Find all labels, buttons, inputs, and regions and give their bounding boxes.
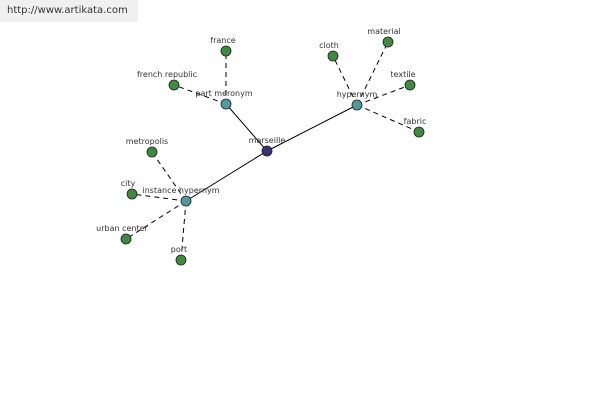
node-part-meronym[interactable]: part meronym bbox=[195, 89, 253, 110]
node-port-dot[interactable] bbox=[175, 254, 187, 266]
site-url-banner[interactable]: http://www.artikata.com bbox=[0, 0, 138, 22]
node-textile-dot[interactable] bbox=[404, 79, 416, 91]
edge-instance-hypernym-to-city bbox=[131, 193, 187, 202]
node-marseille-dot[interactable] bbox=[261, 145, 273, 157]
node-marseille-label: marseille bbox=[249, 136, 286, 145]
node-textile-label: textile bbox=[390, 70, 415, 79]
node-material[interactable]: material bbox=[367, 27, 401, 48]
node-port[interactable]: port bbox=[171, 245, 187, 266]
node-cloth-dot[interactable] bbox=[327, 50, 339, 62]
edge-marseille-to-part-meronym bbox=[225, 103, 268, 152]
node-french-republic-dot[interactable] bbox=[168, 79, 180, 91]
node-hypernym-dot[interactable] bbox=[351, 99, 363, 111]
node-city-label: city bbox=[121, 179, 136, 188]
graph-nodes: marseille part meronym hypernym instance hy… bbox=[96, 27, 427, 266]
node-france-dot[interactable] bbox=[220, 45, 232, 57]
node-urban-center-label: urban center bbox=[96, 224, 148, 233]
node-cloth-label: cloth bbox=[319, 41, 339, 50]
node-france[interactable]: france bbox=[210, 36, 236, 57]
edge-marseille-to-instance-hypernym bbox=[185, 150, 268, 202]
edge-marseille-to-hypernym bbox=[266, 104, 358, 152]
node-instance-hypernym-label: instance hypernym bbox=[143, 186, 220, 195]
node-french-republic-label: french republic bbox=[137, 70, 197, 79]
edge-instance-hypernym-to-metropolis bbox=[151, 151, 187, 202]
node-material-dot[interactable] bbox=[382, 36, 394, 48]
node-cloth[interactable]: cloth bbox=[319, 41, 339, 62]
node-city-dot[interactable] bbox=[126, 188, 138, 200]
node-metropolis-label: metropolis bbox=[126, 137, 168, 146]
edge-hypernym-to-cloth bbox=[332, 55, 358, 106]
node-marseille[interactable]: marseille bbox=[249, 136, 286, 157]
edge-instance-hypernym-to-port bbox=[180, 200, 187, 261]
edge-hypernym-to-material bbox=[356, 41, 389, 106]
node-fabric-label: fabric bbox=[404, 117, 427, 126]
node-french-republic[interactable]: french republic bbox=[137, 70, 197, 91]
graph-edges bbox=[125, 41, 420, 261]
node-metropolis[interactable]: metropolis bbox=[126, 137, 168, 158]
node-hypernym[interactable]: hypernym bbox=[337, 90, 378, 111]
edge-hypernym-to-textile bbox=[356, 84, 411, 106]
node-part-meronym-dot[interactable] bbox=[220, 98, 232, 110]
edge-instance-hypernym-to-urban-center bbox=[125, 200, 187, 240]
node-textile[interactable]: textile bbox=[390, 70, 416, 91]
node-france-label: france bbox=[210, 36, 235, 45]
node-metropolis-dot[interactable] bbox=[146, 146, 158, 158]
node-material-label: material bbox=[367, 27, 400, 36]
node-port-label: port bbox=[171, 245, 187, 254]
node-hypernym-label: hypernym bbox=[337, 90, 378, 99]
node-fabric-dot[interactable] bbox=[413, 126, 425, 138]
node-instance-hypernym[interactable]: instance hypernym bbox=[143, 186, 220, 207]
node-instance-hypernym-dot[interactable] bbox=[180, 195, 192, 207]
node-urban-center-dot[interactable] bbox=[120, 233, 132, 245]
node-urban-center[interactable]: urban center bbox=[96, 224, 149, 245]
edge-hypernym-to-fabric bbox=[356, 104, 420, 133]
node-fabric[interactable]: fabric bbox=[404, 117, 427, 138]
edge-part-meronym-to-french-republic bbox=[173, 84, 227, 105]
node-part-meronym-label: part meronym bbox=[195, 89, 252, 98]
node-city[interactable]: city bbox=[121, 179, 138, 200]
